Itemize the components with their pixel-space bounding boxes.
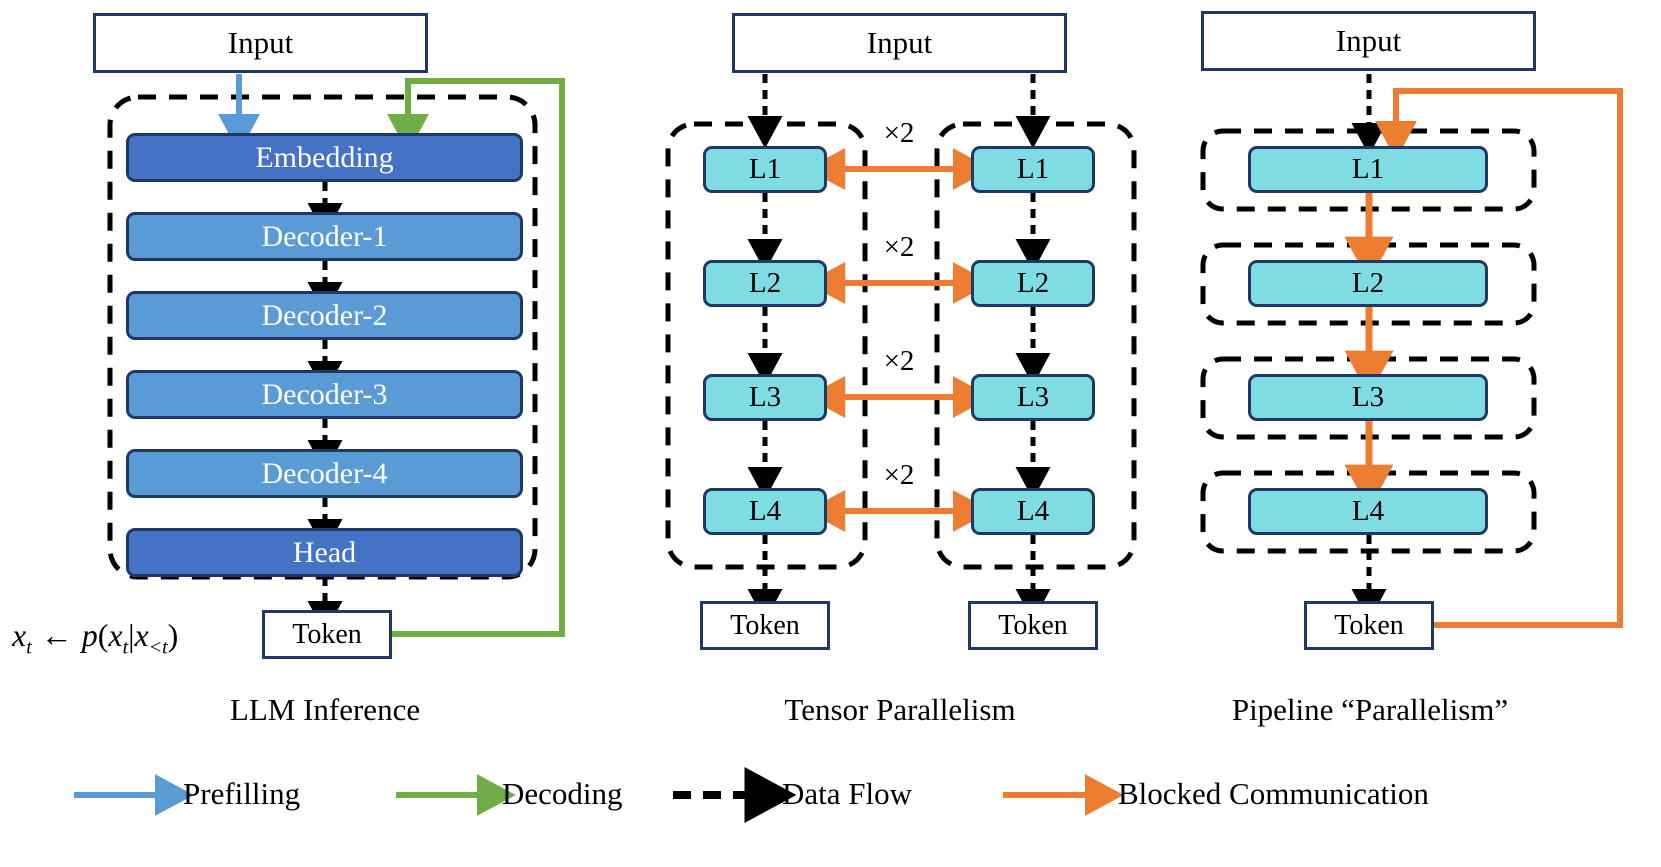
legend-prefilling-label: Prefilling: [183, 776, 301, 811]
tp-comm-label-l2: ×2: [859, 231, 939, 264]
pp-feedback-arrow: [1375, 88, 1623, 628]
block-head-label: Head: [292, 535, 357, 569]
tp-comm-label-l4-text: ×2: [883, 459, 915, 491]
block-decoder-3: Decoder-3: [126, 370, 523, 419]
caption-tensor-parallelism: Tensor Parallelism: [705, 692, 1095, 728]
block-embedding-label: Embedding: [255, 140, 394, 174]
formula-bar: |: [128, 617, 135, 653]
block-decoder-4: Decoder-4: [126, 449, 523, 498]
legend-decoding-label: Decoding: [502, 776, 623, 811]
legend-item-data-flow: Data Flow: [782, 776, 912, 812]
formula-fn: p: [81, 617, 98, 653]
block-decoder-4-label: Decoder-4: [261, 456, 388, 490]
llm-input-label: Input: [227, 25, 294, 60]
tp-d1-block-l2: L2: [703, 260, 827, 307]
pp-block-l2: L2: [1248, 260, 1488, 307]
pp-block-l2-label: L2: [1351, 267, 1385, 299]
tp-comm-label-l3: ×2: [859, 345, 939, 378]
tp-d1-block-l4-label: L4: [748, 495, 782, 527]
tp-d1-block-l3: L3: [703, 374, 827, 421]
tp-comm-label-l4: ×2: [859, 459, 939, 492]
tp-d1-token-box: Token: [700, 601, 830, 650]
tp-d1-block-l4: L4: [703, 488, 827, 535]
caption-llm-inference: LLM Inference: [130, 692, 520, 728]
tp-d1-block-l3-label: L3: [748, 381, 782, 413]
formula-cond-sub: <t: [148, 636, 168, 659]
formula-lhs-var: x: [12, 617, 27, 653]
block-decoder-1: Decoder-1: [126, 212, 523, 261]
tp-comm-label-l2-text: ×2: [883, 231, 915, 263]
formula-arrow: ←: [40, 617, 73, 653]
tp-d2-block-l4: L4: [971, 488, 1095, 535]
pp-block-l4-label: L4: [1351, 495, 1385, 527]
tp-d2-block-l3-label: L3: [1016, 381, 1050, 413]
tp-d2-block-l4-label: L4: [1016, 495, 1050, 527]
tp-comm-label-l3-text: ×2: [883, 345, 915, 377]
block-embedding: Embedding: [126, 133, 523, 182]
block-decoder-3-label: Decoder-3: [261, 377, 388, 411]
block-decoder-2: Decoder-2: [126, 291, 523, 340]
legend-item-blocked-communication: Blocked Communication: [1118, 776, 1429, 812]
block-decoder-1-label: Decoder-1: [261, 219, 388, 253]
llm-token-box: Token: [262, 610, 392, 659]
tp-comm-label-l1-text: ×2: [883, 117, 915, 149]
pp-input-box: Input: [1201, 11, 1536, 71]
tp-d2-block-l2-label: L2: [1016, 267, 1050, 299]
block-head: Head: [126, 528, 523, 577]
sampling-formula: xt←p(xt|x<t): [12, 617, 179, 659]
tp-d2-block-l2: L2: [971, 260, 1095, 307]
formula-arg-sub: t: [122, 636, 129, 659]
tp-comm-label-l1: ×2: [859, 117, 939, 150]
pp-input-label: Input: [1335, 23, 1402, 58]
llm-token-label: Token: [292, 618, 362, 650]
pp-token-box: Token: [1304, 601, 1434, 650]
formula-lhs-sub: t: [26, 636, 32, 659]
tp-d2-block-l3: L3: [971, 374, 1095, 421]
tp-input-label: Input: [866, 25, 933, 60]
caption-pipeline-parallelism: Pipeline “Parallelism”: [1170, 692, 1570, 728]
caption-tensor-parallelism-text: Tensor Parallelism: [784, 692, 1016, 727]
pp-block-l3: L3: [1248, 374, 1488, 421]
caption-pipeline-parallelism-text: Pipeline “Parallelism”: [1231, 692, 1509, 727]
tp-d2-block-l1-label: L1: [1016, 153, 1050, 185]
formula-cond-var: x: [134, 617, 149, 653]
llm-input-box: Input: [93, 13, 428, 73]
tp-d1-token-label: Token: [730, 609, 800, 641]
legend-item-prefilling: Prefilling: [183, 776, 300, 812]
pp-block-l1-label: L1: [1351, 153, 1385, 185]
pp-block-l3-label: L3: [1351, 381, 1385, 413]
tp-d2-token-label: Token: [998, 609, 1068, 641]
legend-item-decoding: Decoding: [502, 776, 623, 812]
tp-d2-token-box: Token: [968, 601, 1098, 650]
formula-arg-var: x: [108, 617, 123, 653]
tp-d1-block-l2-label: L2: [748, 267, 782, 299]
block-decoder-2-label: Decoder-2: [261, 298, 388, 332]
tp-input-box: Input: [732, 13, 1067, 73]
pp-block-l1: L1: [1248, 146, 1488, 193]
caption-llm-inference-text: LLM Inference: [229, 692, 421, 727]
tp-d1-block-l1-label: L1: [748, 153, 782, 185]
legend-blocked-communication-label: Blocked Communication: [1118, 776, 1429, 811]
tp-d1-block-l1: L1: [703, 146, 827, 193]
legend-data-flow-label: Data Flow: [782, 776, 913, 811]
pp-block-l4: L4: [1248, 488, 1488, 535]
tp-d2-block-l1: L1: [971, 146, 1095, 193]
decoding-loop-arrow: [387, 78, 565, 637]
pp-token-label: Token: [1334, 609, 1404, 641]
